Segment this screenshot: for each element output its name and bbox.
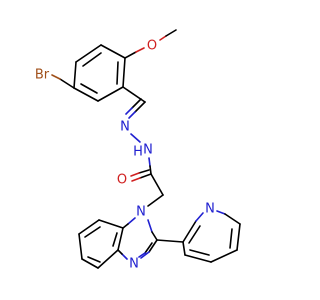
atom-h-amide: H [133,145,143,160]
pyridine-ring: N [156,202,241,263]
atom-n-amide: N [143,143,153,158]
imidazole-ring: N N [117,205,158,272]
atom-o-carbonyl: O [117,173,127,188]
benzo-ring [78,219,124,269]
hydrazide-nn-bond: N H [130,133,153,160]
molecule-diagram: Br O N N H O N [35,29,241,272]
atom-br: Br [35,68,50,83]
atom-n-imine: N [120,120,130,135]
bromo-substituent: Br [35,68,75,89]
bromomethoxyphenyl-ring [73,44,126,102]
structure-svg: Br O N N H O N [35,29,241,272]
amide-carbonyl: O [117,157,164,207]
atom-o-methoxy: O [147,39,157,54]
atom-n-bzim3: N [129,257,139,272]
atom-n-bzim1: N [136,205,146,220]
methoxy-group: O [124,29,177,59]
atom-n-pyridine: N [205,202,215,217]
imine-linker: N [120,86,146,135]
